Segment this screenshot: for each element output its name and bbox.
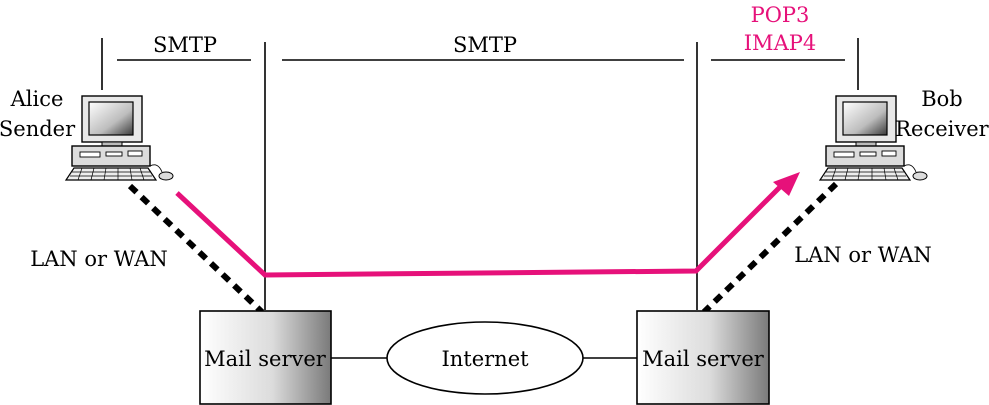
lan-right-label: LAN or WAN <box>794 243 932 267</box>
internet-label: Internet <box>441 347 529 371</box>
sender-lan-link <box>127 183 265 315</box>
message-flow-path <box>175 184 783 278</box>
bob-role-label: Receiver <box>895 117 989 141</box>
alice-role-label: Sender <box>0 117 76 141</box>
sender-computer-icon <box>65 95 174 181</box>
mail-server-left-label: Mail server <box>204 347 327 371</box>
imap4-label: IMAP4 <box>744 31 816 55</box>
bob-name-label: Bob <box>921 87 963 111</box>
pop3-label: POP3 <box>751 3 810 27</box>
internet-node <box>386 321 584 395</box>
smtp-middle-label: SMTP <box>453 33 517 57</box>
lan-left-label: LAN or WAN <box>30 247 168 271</box>
alice-name-label: Alice <box>10 87 64 111</box>
smtp-left-label: SMTP <box>153 33 217 57</box>
mail-server-left <box>199 310 332 405</box>
mail-server-right <box>636 310 770 405</box>
mail-server-right-label: Mail server <box>642 347 765 371</box>
message-flow-arrowhead <box>773 172 800 196</box>
